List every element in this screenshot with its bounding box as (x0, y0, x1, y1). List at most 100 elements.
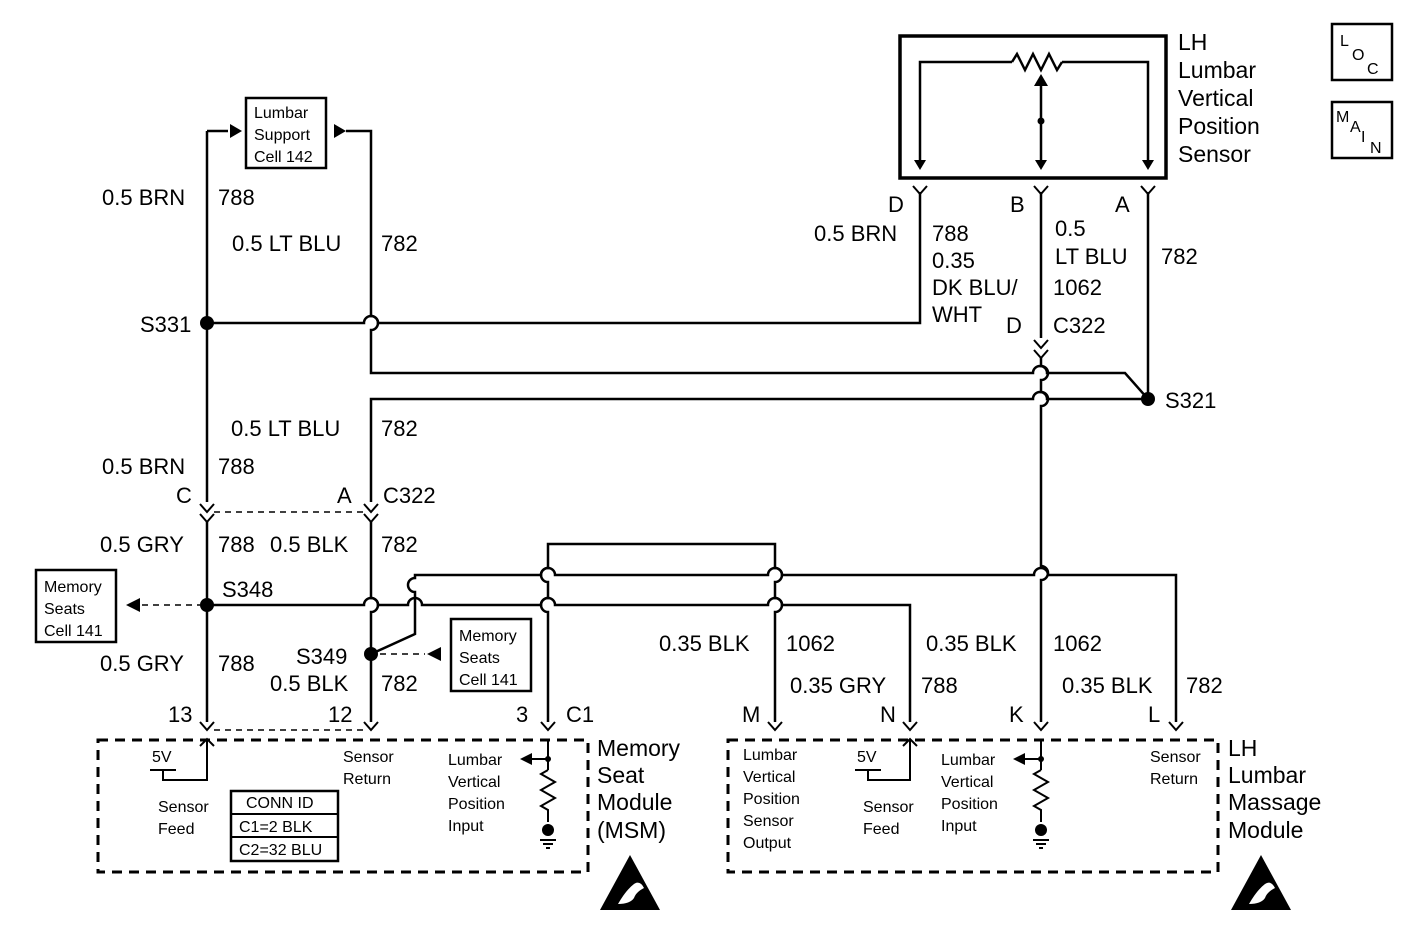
wire-size: 0.5 BRN (814, 221, 897, 246)
msm-title: Memory (597, 735, 681, 761)
connector-label: C1 (566, 702, 594, 727)
svg-text:Sensor: Sensor (743, 813, 794, 830)
svg-text:Seats: Seats (44, 601, 85, 618)
splice-label: S348 (222, 577, 273, 602)
svg-text:Support: Support (254, 127, 311, 144)
connector-label: C322 (383, 483, 436, 508)
svg-text:Vertical: Vertical (448, 774, 500, 791)
circuit-num: 788 (921, 673, 958, 698)
connector-pin: 12 (328, 702, 352, 727)
lmm-title: LH (1228, 735, 1257, 761)
circuit-num: 1062 (1053, 631, 1102, 656)
svg-text:A: A (1350, 119, 1361, 136)
wire-size: 0.5 BLK (270, 671, 349, 696)
wire-size: 0.5 (1055, 216, 1086, 241)
svg-text:Output: Output (743, 835, 792, 852)
wire-size: 0.35 BLK (926, 631, 1017, 656)
svg-text:Vertical: Vertical (941, 774, 993, 791)
esd-warning-icon (1231, 855, 1291, 910)
svg-text:Position: Position (1178, 113, 1260, 139)
svg-text:Return: Return (343, 771, 391, 788)
svg-text:Memory: Memory (44, 579, 102, 596)
svg-text:Vertical: Vertical (1178, 85, 1253, 111)
svg-text:Cell 142: Cell 142 (254, 149, 313, 166)
connector-label: C322 (1053, 313, 1106, 338)
connector-pin: K (1009, 702, 1024, 727)
wire-size: 0.5 BLK (270, 532, 349, 557)
main-button[interactable]: M A I N (1330, 100, 1394, 160)
circuit-num: 782 (381, 231, 418, 256)
ground-icon (542, 824, 554, 836)
svg-text:Cell 141: Cell 141 (44, 623, 103, 640)
msm-title: Seat (597, 762, 645, 788)
connector-pin: C (176, 483, 192, 508)
svg-text:CONN ID: CONN ID (246, 795, 314, 812)
connector-pin: L (1148, 702, 1160, 727)
svg-text:Lumbar: Lumbar (743, 747, 798, 764)
loc-button[interactable]: L O C (1330, 22, 1394, 82)
svg-text:Lumbar: Lumbar (1178, 57, 1256, 83)
wire-size: 0.35 GRY (790, 673, 887, 698)
connector-pin: D (1006, 313, 1022, 338)
wire-size: 0.5 BRN (102, 454, 185, 479)
pin-d: D (888, 192, 904, 217)
svg-text:N: N (1370, 140, 1382, 157)
svg-text:5V: 5V (857, 749, 877, 766)
wire-color: WHT (932, 302, 982, 327)
svg-text:Lumbar: Lumbar (941, 752, 996, 769)
svg-text:Seats: Seats (459, 650, 500, 667)
circuit-num: 788 (218, 532, 255, 557)
connector-pin: M (742, 702, 760, 727)
pin-b: B (1010, 192, 1025, 217)
circuit-num: 788 (932, 221, 969, 246)
svg-text:I: I (1361, 129, 1365, 146)
svg-text:Memory: Memory (459, 628, 517, 645)
wire-color: LT BLU (1055, 244, 1128, 269)
wire-size: 0.5 GRY (100, 651, 184, 676)
wire-size: 0.35 BLK (1062, 673, 1153, 698)
svg-text:C2=32 BLU: C2=32 BLU (239, 842, 322, 859)
svg-text:Cell 141: Cell 141 (459, 672, 518, 689)
circuit-num: 788 (218, 651, 255, 676)
connector-pin: 3 (516, 702, 528, 727)
lh-lumbar-massage-module: Lumbar Vertical Position Sensor Output 5… (726, 737, 1220, 874)
wire-size: 0.5 GRY (100, 532, 184, 557)
svg-text:O: O (1352, 47, 1364, 64)
circuit-num: 1062 (1053, 275, 1102, 300)
lmm-title: Lumbar (1228, 762, 1306, 788)
circuit-num: 782 (381, 416, 418, 441)
circuit-num: 782 (381, 532, 418, 557)
svg-text:L: L (1340, 33, 1349, 50)
svg-text:Sensor: Sensor (158, 799, 209, 816)
wire-size: 0.5 BRN (102, 185, 185, 210)
svg-text:Sensor: Sensor (1150, 749, 1201, 766)
circuit-num: 782 (1161, 244, 1198, 269)
lmm-title: Massage (1228, 789, 1321, 815)
circuit-num: 788 (218, 185, 255, 210)
circuit-num: 782 (381, 671, 418, 696)
svg-text:Position: Position (448, 796, 505, 813)
svg-text:Lumbar: Lumbar (448, 752, 503, 769)
wire-size: 0.35 BLK (659, 631, 750, 656)
circuit-num: 782 (1186, 673, 1223, 698)
svg-text:LH: LH (1178, 29, 1207, 55)
svg-text:Position: Position (743, 791, 800, 808)
wire-size: 0.5 LT BLU (231, 416, 340, 441)
svg-text:M: M (1336, 109, 1349, 126)
svg-text:Sensor: Sensor (343, 749, 394, 766)
memory-seats-ref-mid[interactable]: Memory Seats Cell 141 (449, 617, 533, 693)
lumbar-support-ref[interactable]: Lumbar Support Cell 142 (244, 96, 328, 170)
lmm-title: Module (1228, 817, 1303, 843)
connector-pin: 13 (168, 702, 192, 727)
svg-text:Sensor: Sensor (863, 799, 914, 816)
memory-seats-ref-left[interactable]: Memory Seats Cell 141 (34, 568, 118, 644)
svg-text:Input: Input (448, 818, 484, 835)
lh-lumbar-sensor: LH Lumbar Vertical Position Sensor (898, 29, 1260, 180)
connector-pin: N (880, 702, 896, 727)
wire-size: 0.5 LT BLU (232, 231, 341, 256)
svg-text:Lumbar: Lumbar (254, 105, 309, 122)
wire-size: 0.35 (932, 248, 975, 273)
memory-seat-module: 5V Sensor Feed Sensor Return Lumbar Vert… (96, 737, 590, 874)
svg-text:Feed: Feed (863, 821, 899, 838)
